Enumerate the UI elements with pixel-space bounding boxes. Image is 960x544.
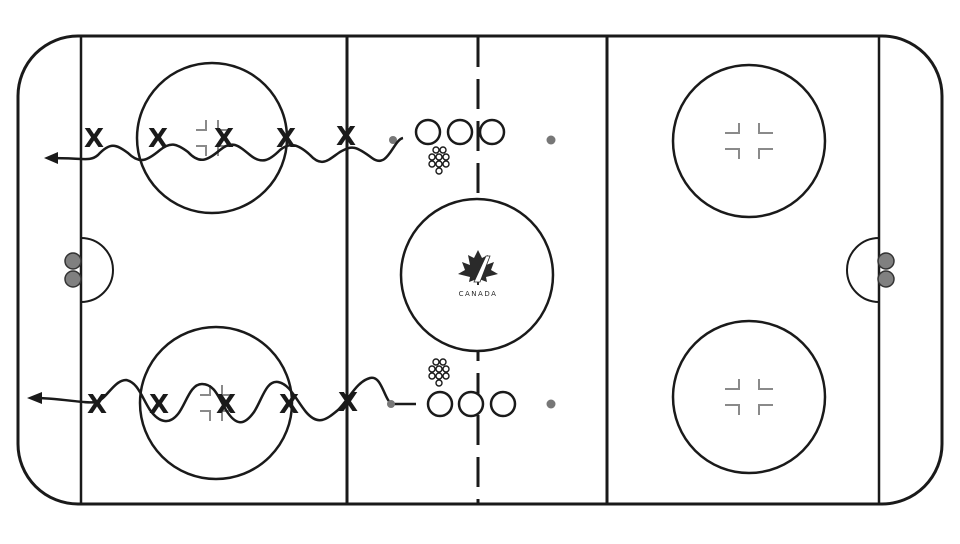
right-top-faceoff-circle xyxy=(671,63,827,219)
puck-icon xyxy=(457,390,485,418)
player-x: X xyxy=(214,124,234,154)
ball-cluster xyxy=(428,146,450,175)
faceoff-hash-marks xyxy=(196,120,773,421)
neutral-faceoff-dot xyxy=(389,136,397,144)
player-x: X xyxy=(148,124,168,154)
puck-group xyxy=(414,118,506,146)
arrow-head-icon xyxy=(44,152,58,164)
puck-icon xyxy=(489,390,517,418)
start-dot xyxy=(387,400,395,408)
puck-icon xyxy=(414,118,442,146)
logo-text: CANADA xyxy=(459,290,498,298)
right-bottom-faceoff-circle xyxy=(671,319,827,475)
right-net xyxy=(877,252,895,288)
player-x: X xyxy=(279,390,299,420)
left-top-faceoff-circle xyxy=(135,61,289,215)
neutral-faceoff-dot xyxy=(546,399,556,409)
puck-icon xyxy=(478,118,506,146)
right-goal-crease xyxy=(846,237,880,303)
top-lane-drill: X X X X X xyxy=(44,118,506,175)
left-goal-crease xyxy=(80,237,114,303)
left-net xyxy=(64,252,82,288)
hockey-canada-logo: CANADA xyxy=(458,250,498,298)
puck-icon xyxy=(426,390,454,418)
left-bottom-faceoff-circle xyxy=(138,325,294,481)
ball-cluster xyxy=(428,358,450,387)
player-x: X xyxy=(84,124,104,154)
neutral-faceoff-dot xyxy=(546,135,556,145)
player-x: X xyxy=(87,390,107,420)
bottom-lane-drill: X X X X X xyxy=(27,358,517,424)
skating-path xyxy=(49,136,404,164)
arrow-head-icon xyxy=(27,392,42,404)
player-x: X xyxy=(276,124,296,154)
player-x: X xyxy=(338,388,358,418)
player-x: X xyxy=(216,390,236,420)
player-x: X xyxy=(336,122,356,152)
player-x: X xyxy=(149,390,169,420)
hockey-stick-icon xyxy=(473,255,491,283)
skating-path xyxy=(33,376,416,424)
puck-group xyxy=(426,390,517,418)
maple-leaf-icon xyxy=(458,250,498,285)
puck-icon xyxy=(446,118,474,146)
